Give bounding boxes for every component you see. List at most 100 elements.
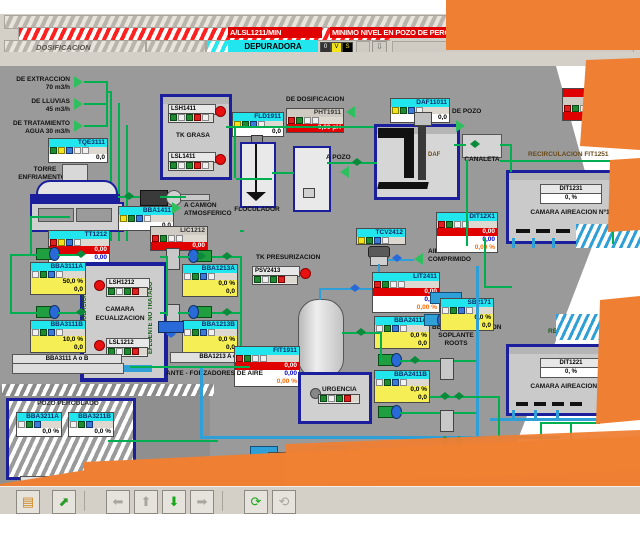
tag-LIC1212[interactable]: LIC1212 0,00: [150, 226, 208, 251]
tag-LSH1411-icons[interactable]: [169, 114, 213, 121]
tag-PHT1911-icons[interactable]: [287, 117, 343, 124]
tag-BBA2411B[interactable]: BBA2411B 0,0 % 0,0: [374, 370, 430, 403]
tag-SB2111[interactable]: SB2111 0,0: [268, 452, 316, 477]
tag-LSH1212-icons[interactable]: [107, 288, 147, 295]
status-icon: [18, 421, 25, 428]
forward-button[interactable]: ➡: [190, 490, 214, 514]
up-button[interactable]: ⬆: [134, 490, 158, 514]
status-icon: [454, 221, 461, 228]
tag-BBA3111B-v1: 10,0 %: [31, 336, 85, 344]
status-icon: [462, 221, 469, 228]
tag-TQE3111[interactable]: TQE3111 0,0: [48, 138, 108, 163]
tag-BBA3111B-icons[interactable]: [31, 329, 85, 336]
tag-FIT1911-name: FIT1911: [235, 347, 299, 355]
status-icon: [328, 395, 335, 402]
tag-BBA3111A[interactable]: BBA3111A 50,0 % 0,0: [30, 262, 86, 295]
tag-BBA3211B[interactable]: BBA3211B 0,0 %: [68, 412, 114, 437]
selector-bba3111-row[interactable]: [12, 363, 124, 374]
tag-TCV2412-icons[interactable]: [357, 237, 405, 244]
tag-TQE3111-icons[interactable]: [49, 147, 107, 154]
status-icon: [82, 147, 89, 154]
tag-TCV2412[interactable]: TCV2412: [356, 228, 406, 245]
tag-BBA3211A[interactable]: BBA3211A 0,0 %: [16, 412, 62, 437]
inlet-0-arrow-icon: [74, 76, 83, 88]
pipe-inlet-1: [84, 103, 108, 105]
pipe-grasa-down: [234, 126, 236, 178]
tag-TT1212-icons[interactable]: [49, 239, 109, 246]
pipe-diff-5: [534, 410, 537, 418]
status-icon: [270, 461, 277, 468]
tag-LIT2411-icons[interactable]: [373, 281, 439, 288]
tag-urgencia-icons[interactable]: [319, 395, 359, 402]
report-button[interactable]: ▤: [16, 490, 40, 514]
process-diagram: DE EXTRACCION 70 m3/h DE LLUVIAS 45 m3/h…: [0, 66, 640, 524]
tag-SB2111-icons[interactable]: [269, 461, 315, 468]
down-icon: ⬇: [168, 494, 180, 509]
tag-LSH1212[interactable]: [106, 287, 148, 297]
tag-SB2171[interactable]: SB2171 0,0 % 0,0: [440, 298, 494, 331]
pipe-to-eq-3: [126, 125, 128, 241]
small-tank-internal: [303, 188, 315, 198]
status-icon: [438, 221, 445, 228]
vessel-small-tank: [293, 146, 331, 212]
tag-LSL1411[interactable]: [168, 161, 214, 171]
down-button[interactable]: ⬇: [162, 490, 186, 514]
tag-LIC1212-name: LIC1212: [151, 227, 207, 235]
tag-TQE3111-value: 0,0: [49, 154, 107, 162]
tag-FIT1253-v1: 0,00: [563, 89, 619, 97]
digestor-cap: [505, 461, 619, 468]
tag-BBA3111A-icons[interactable]: [31, 271, 85, 278]
tag-BBA1213B-name: BBA1213B: [183, 321, 237, 329]
tag-BBA1213A[interactable]: BBA1213A 0,0 % 0,0: [182, 264, 238, 297]
status-icon: [362, 461, 369, 468]
tag-BBA1411-icons[interactable]: [119, 215, 173, 222]
back-button[interactable]: ⬅: [106, 490, 130, 514]
tag-SB2121-icons[interactable]: [337, 461, 383, 468]
tag-BBA3111B[interactable]: BBA3111B 10,0 % 0,0: [30, 320, 86, 353]
tag-BBA2411A[interactable]: BBA2411A 0,0 % 0,0: [374, 316, 430, 349]
tag-LSL1212[interactable]: [106, 347, 148, 357]
tag-LSL1411-icons[interactable]: [169, 162, 213, 169]
tag-FIT1253[interactable]: 0,00 FIT1253 0,00 m3/h: [562, 88, 620, 121]
tag-BBA3211B-icons[interactable]: [69, 421, 113, 428]
status-icon: [400, 107, 407, 114]
tag-SB2121[interactable]: SB2121 0,0: [336, 452, 384, 477]
export-button[interactable]: ⬈: [52, 490, 76, 514]
pipe-inlet-0: [84, 81, 108, 83]
tag-TT1212-name: TT1212: [49, 231, 109, 239]
pipe-canal-side: [466, 160, 468, 246]
status-icon: [34, 421, 41, 428]
pipe-air-header: [200, 436, 560, 439]
tag-BBA3211A-icons[interactable]: [17, 421, 61, 428]
tag-PSV2413-icons[interactable]: [253, 276, 297, 283]
tag-SB2171-icons[interactable]: [441, 307, 493, 314]
daf-label: DAF: [428, 152, 441, 158]
pipe-1213b-in: [160, 312, 166, 314]
tag-BBA2411B-icons[interactable]: [375, 379, 429, 386]
tag-PHT1911[interactable]: PHT1911 0,00 pH: [286, 108, 344, 133]
history-button[interactable]: ⟲: [272, 490, 296, 514]
tag-BBA1411[interactable]: BBA1411 0,0: [118, 206, 174, 231]
tag-FLD1911[interactable]: FLD1911 0,0: [232, 112, 284, 137]
tk-grasa-cap: [163, 97, 229, 104]
tag-FIT1253-icons[interactable]: [563, 105, 619, 112]
tag-FIT1911-icons[interactable]: [235, 355, 299, 362]
tag-BBA1213B-icons[interactable]: [183, 329, 237, 336]
status-icon: [32, 329, 39, 336]
pipe-recirc-down: [612, 160, 614, 244]
diffuser: [552, 402, 564, 406]
soplante-roots-label-2: ROOTS: [444, 340, 468, 347]
tag-LIC1212-icons[interactable]: [151, 235, 207, 242]
tag-urgencia[interactable]: [318, 394, 360, 404]
tag-LSH1411[interactable]: [168, 113, 214, 123]
tag-LSL1212-icons[interactable]: [107, 348, 147, 355]
tag-PSV2413[interactable]: [252, 275, 298, 285]
refresh-button[interactable]: ⟳: [244, 490, 268, 514]
tag-BBA1213B[interactable]: BBA1213B 0,0 % 0,0: [182, 320, 238, 353]
tag-LSH1311-icons[interactable]: [529, 478, 573, 485]
de-pozo-label: DE POZO: [452, 108, 482, 115]
tag-FIT1911[interactable]: FIT1911 0,00 0,00 0,00 %: [234, 346, 300, 387]
tag-BBA1213A-icons[interactable]: [183, 273, 237, 280]
tag-SB2121-name: SB2121: [337, 453, 383, 461]
tag-BBA2411A-icons[interactable]: [375, 325, 429, 332]
